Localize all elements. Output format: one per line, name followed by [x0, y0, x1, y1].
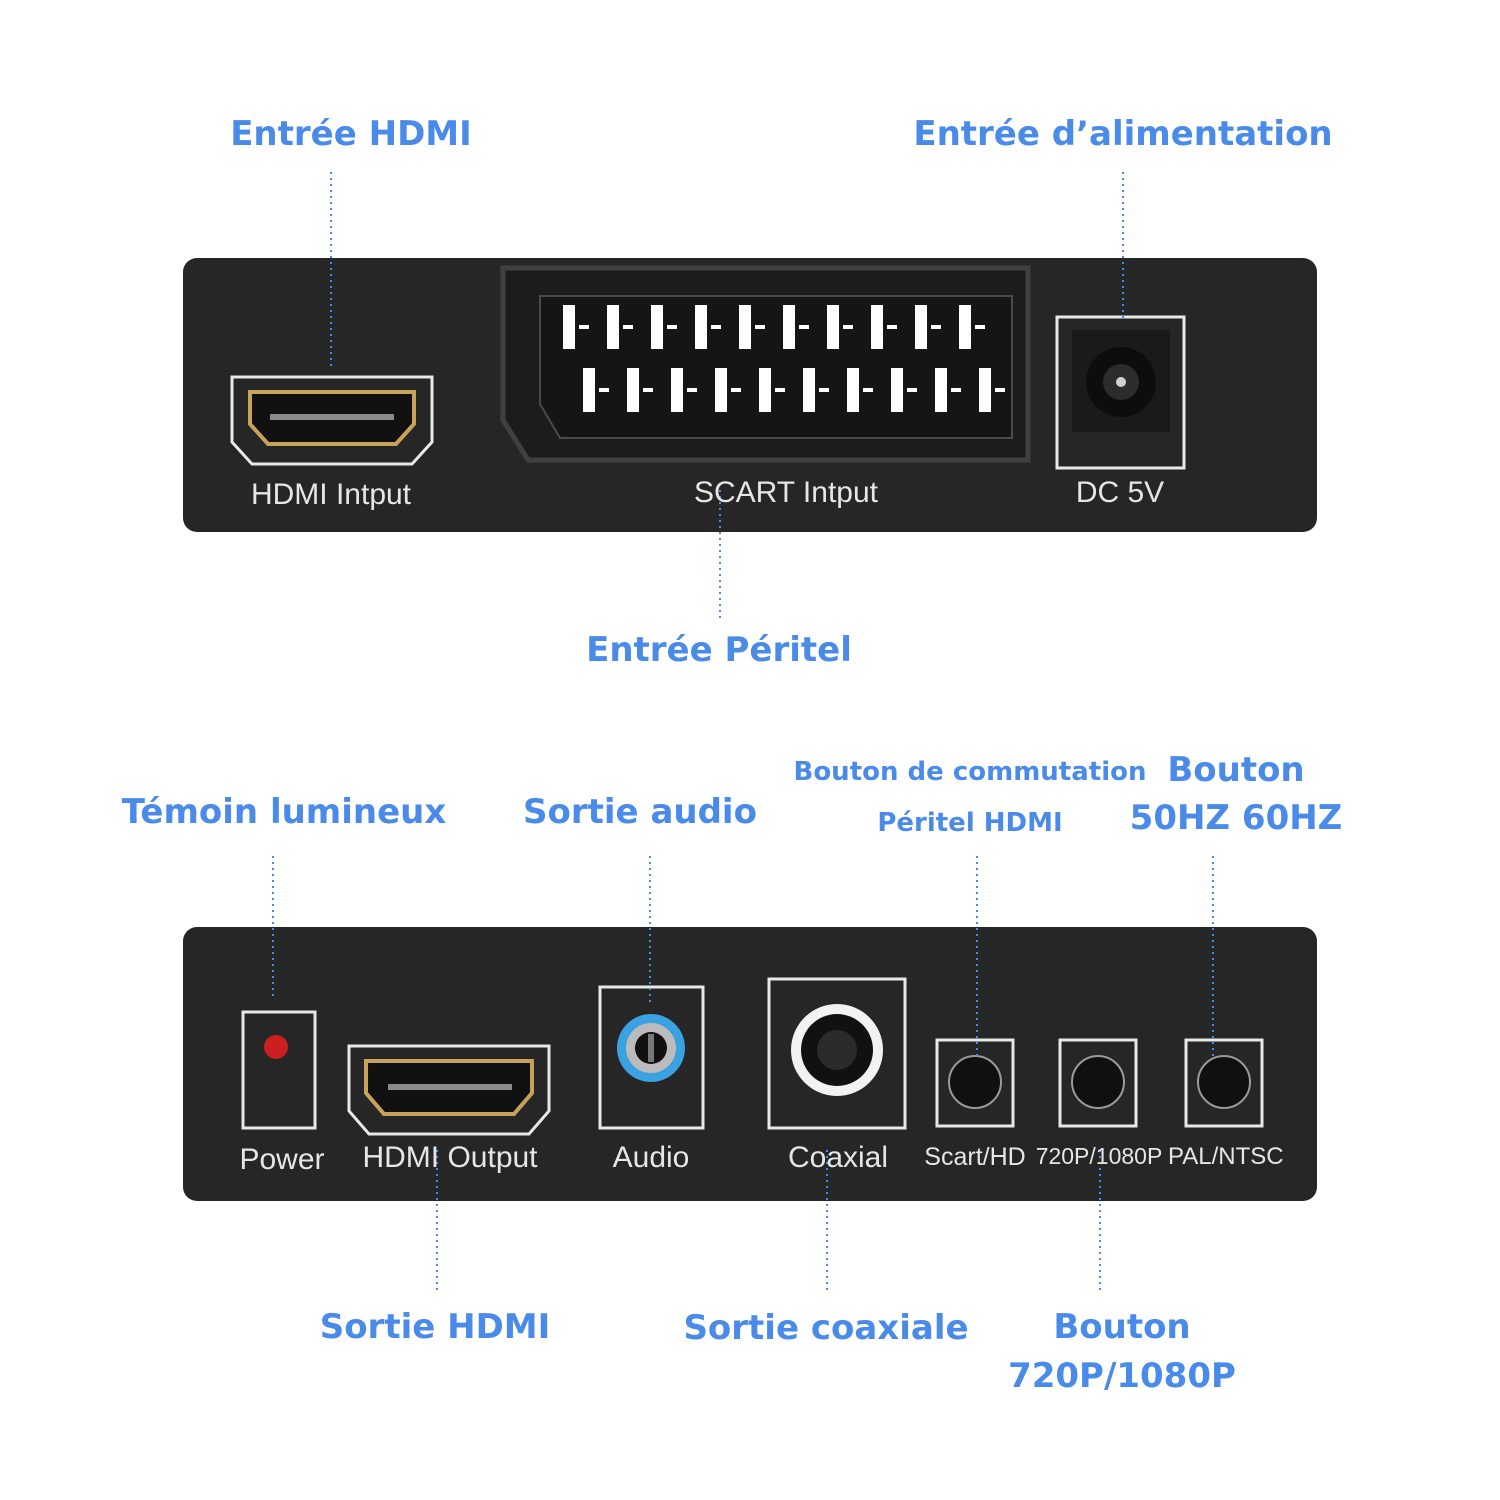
leader-lines — [272, 172, 1214, 1292]
coaxial-label: Coaxial — [787, 1141, 889, 1174]
callout-hdmi-input: Entrée HDMI — [230, 114, 472, 154]
scart-pin-tab — [799, 325, 809, 329]
scart-pin-tab — [623, 325, 633, 329]
scart-pin-tab — [643, 388, 653, 392]
pal-ntsc-label: PAL/NTSC — [1168, 1143, 1284, 1170]
scart-pin — [827, 305, 839, 349]
hdmi-output-label: HDMI Output — [362, 1141, 538, 1174]
scart-pin — [783, 305, 795, 349]
scart-pin — [871, 305, 883, 349]
scart-input-port — [500, 265, 1031, 463]
scart-hd-button — [935, 1038, 1015, 1128]
callout-hdmi-output: Sortie HDMI — [319, 1307, 551, 1347]
scart-pin — [915, 305, 927, 349]
scart-pin-tab — [975, 325, 985, 329]
dc-power-jack — [1055, 315, 1186, 470]
scart-pin — [847, 368, 859, 412]
resolution-button — [1058, 1038, 1138, 1128]
scart-pin — [715, 368, 727, 412]
callout-resolution-line-1: Bouton — [1053, 1307, 1191, 1347]
scart-pin-tab — [579, 325, 589, 329]
callout-frequency-line-1: Bouton — [1167, 750, 1305, 790]
callout-switch-line-1: Bouton de commutation — [793, 757, 1147, 787]
scart-pin-tab — [599, 388, 609, 392]
hdmi-input-port — [230, 375, 434, 466]
callout-coaxial-output: Sortie coaxiale — [683, 1308, 969, 1348]
scart-pin — [959, 305, 971, 349]
scart-pin-tab — [755, 325, 765, 329]
scart-pin — [627, 368, 639, 412]
power-led — [241, 1010, 317, 1130]
power-label: Power — [239, 1143, 325, 1176]
scart-pin-tab — [775, 388, 785, 392]
scart-pin — [671, 368, 683, 412]
scart-pin-tab — [931, 325, 941, 329]
scart-pin-tab — [731, 388, 741, 392]
callout-power-input: Entrée d’alimentation — [913, 114, 1333, 154]
scart-pin-tab — [687, 388, 697, 392]
scart-pin — [803, 368, 815, 412]
callout-scart-input: Entrée Péritel — [586, 630, 852, 670]
scart-pin-tab — [863, 388, 873, 392]
scart-pin-tab — [711, 325, 721, 329]
scart-pin-tab — [667, 325, 677, 329]
scart-pin — [935, 368, 947, 412]
callout-resolution-line-2: 720P/1080P — [1008, 1356, 1236, 1396]
callout-indicator-light: Témoin lumineux — [121, 792, 447, 832]
scart-pin — [739, 305, 751, 349]
hdmi-input-label: HDMI Intput — [250, 478, 412, 511]
scart-pin — [759, 368, 771, 412]
scart-hd-label: Scart/HD — [924, 1143, 1026, 1171]
dc-power-label: DC 5V — [1075, 476, 1165, 509]
scart-pin — [607, 305, 619, 349]
scart-pin — [651, 305, 663, 349]
scart-pin — [979, 368, 991, 412]
scart-pin-tab — [995, 388, 1005, 392]
callout-switch-line-2: Péritel HDMI — [877, 808, 1063, 838]
scart-pin — [563, 305, 575, 349]
coaxial-port — [767, 977, 907, 1130]
scart-pin-tab — [887, 325, 897, 329]
callout-audio-output: Sortie audio — [523, 792, 757, 832]
scart-pin-tab — [819, 388, 829, 392]
callout-frequency-line-2: 50HZ 60HZ — [1129, 798, 1343, 838]
scart-pin-tab — [951, 388, 961, 392]
scart-pin-tab — [843, 325, 853, 329]
scart-pin — [891, 368, 903, 412]
scart-pin-tab — [907, 388, 917, 392]
audio-label: Audio — [612, 1141, 690, 1174]
scart-pin — [695, 305, 707, 349]
hdmi-output-port — [347, 1044, 551, 1136]
resolution-label: 720P/1080P — [1035, 1143, 1163, 1169]
scart-pins — [563, 305, 1005, 412]
scart-input-label: SCART Intput — [694, 476, 878, 509]
scart-pin — [583, 368, 595, 412]
audio-jack — [598, 985, 705, 1130]
pal-ntsc-button — [1184, 1038, 1264, 1128]
